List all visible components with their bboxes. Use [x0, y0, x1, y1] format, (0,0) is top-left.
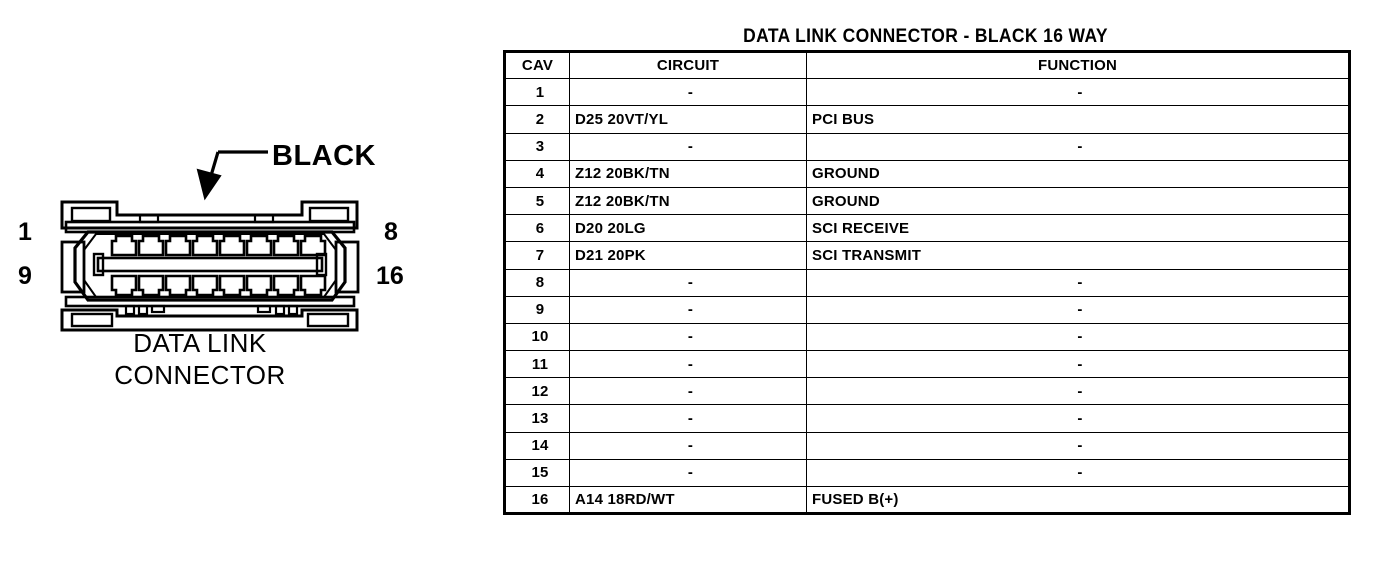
- cell-circuit: -: [569, 431, 807, 460]
- cell-circuit: Z12 20BK/TN: [569, 186, 807, 216]
- cell-function: -: [806, 268, 1350, 297]
- table-header-row: CAV CIRCUIT FUNCTION: [504, 50, 1350, 80]
- table-row: 8--: [504, 268, 1350, 297]
- cell-circuit: A14 18RD/WT: [569, 485, 807, 515]
- cell-cav: 4: [504, 159, 570, 188]
- cell-function: GROUND: [806, 159, 1350, 188]
- cell-circuit: -: [569, 458, 807, 488]
- pin-number-top-left: 1: [18, 218, 32, 246]
- table-title: DATA LINK CONNECTOR - BLACK 16 WAY: [743, 26, 1108, 47]
- cell-circuit: Z12 20BK/TN: [569, 159, 807, 188]
- cell-cav: 14: [504, 431, 570, 460]
- cell-cav: 15: [504, 458, 570, 488]
- cell-circuit: -: [569, 350, 807, 379]
- cell-cav: 13: [504, 404, 570, 433]
- cell-cav: 9: [504, 295, 570, 324]
- table-row: 9--: [504, 295, 1350, 324]
- cell-circuit: D25 20VT/YL: [569, 105, 807, 134]
- column-header-circuit: CIRCUIT: [569, 50, 807, 80]
- cell-cav: 5: [504, 186, 570, 216]
- cavity-row-bottom: [110, 274, 327, 297]
- cell-cav: 16: [504, 485, 570, 515]
- table-row: 11--: [504, 350, 1350, 379]
- cell-circuit: D20 20LG: [569, 214, 807, 243]
- column-header-cav: CAV: [504, 50, 570, 80]
- data-link-connector-drawing: [60, 150, 360, 332]
- cell-function: SCI RECEIVE: [806, 214, 1350, 243]
- cell-cav: 7: [504, 241, 570, 270]
- cell-circuit: -: [569, 268, 807, 297]
- cell-cav: 1: [504, 78, 570, 107]
- black-callout-label: BLACK: [272, 140, 376, 172]
- table-row: 15--: [504, 458, 1350, 488]
- cell-cav: 6: [504, 214, 570, 243]
- cell-circuit: D21 20PK: [569, 241, 807, 270]
- cell-function: PCI BUS: [806, 105, 1350, 134]
- cell-function: -: [806, 377, 1350, 406]
- cell-function: -: [806, 431, 1350, 460]
- cavity-row-top: [110, 234, 327, 257]
- cell-circuit: -: [569, 377, 807, 406]
- cell-circuit: -: [569, 322, 807, 352]
- connector-caption-line1: DATA LINK: [133, 328, 267, 358]
- connector-illustration: BLACK 1 9 8 16 DATA LINK CONNECTOR: [0, 0, 470, 560]
- table-row: 1--: [504, 78, 1350, 107]
- column-header-function: FUNCTION: [806, 50, 1350, 80]
- cell-circuit: -: [569, 295, 807, 324]
- cell-function: -: [806, 350, 1350, 379]
- pin-number-bottom-left: 9: [18, 262, 32, 290]
- cell-function: FUSED B(+): [806, 485, 1350, 515]
- cell-function: SCI TRANSMIT: [806, 241, 1350, 270]
- table-row: 12--: [504, 377, 1350, 406]
- table-row: 13--: [504, 404, 1350, 433]
- cell-cav: 12: [504, 377, 570, 406]
- cell-cav: 2: [504, 105, 570, 134]
- cell-circuit: -: [569, 78, 807, 107]
- cell-function: -: [806, 295, 1350, 324]
- cell-cav: 3: [504, 132, 570, 161]
- pin-number-bottom-right: 16: [376, 262, 404, 290]
- cell-function: -: [806, 458, 1350, 488]
- cell-circuit: -: [569, 404, 807, 433]
- cell-cav: 11: [504, 350, 570, 379]
- table-row: 3--: [504, 132, 1350, 161]
- cell-function: -: [806, 404, 1350, 433]
- cell-circuit: -: [569, 132, 807, 161]
- cell-function: -: [806, 78, 1350, 107]
- cell-function: GROUND: [806, 186, 1350, 216]
- arrow-pointer-icon: [196, 168, 222, 201]
- connector-caption-line2: CONNECTOR: [114, 360, 286, 390]
- cell-function: -: [806, 132, 1350, 161]
- cell-function: -: [806, 322, 1350, 352]
- pin-number-top-right: 8: [384, 218, 398, 246]
- cell-cav: 10: [504, 322, 570, 352]
- table-row: 14--: [504, 431, 1350, 460]
- table-row: 10--: [504, 322, 1350, 352]
- cell-cav: 8: [504, 268, 570, 297]
